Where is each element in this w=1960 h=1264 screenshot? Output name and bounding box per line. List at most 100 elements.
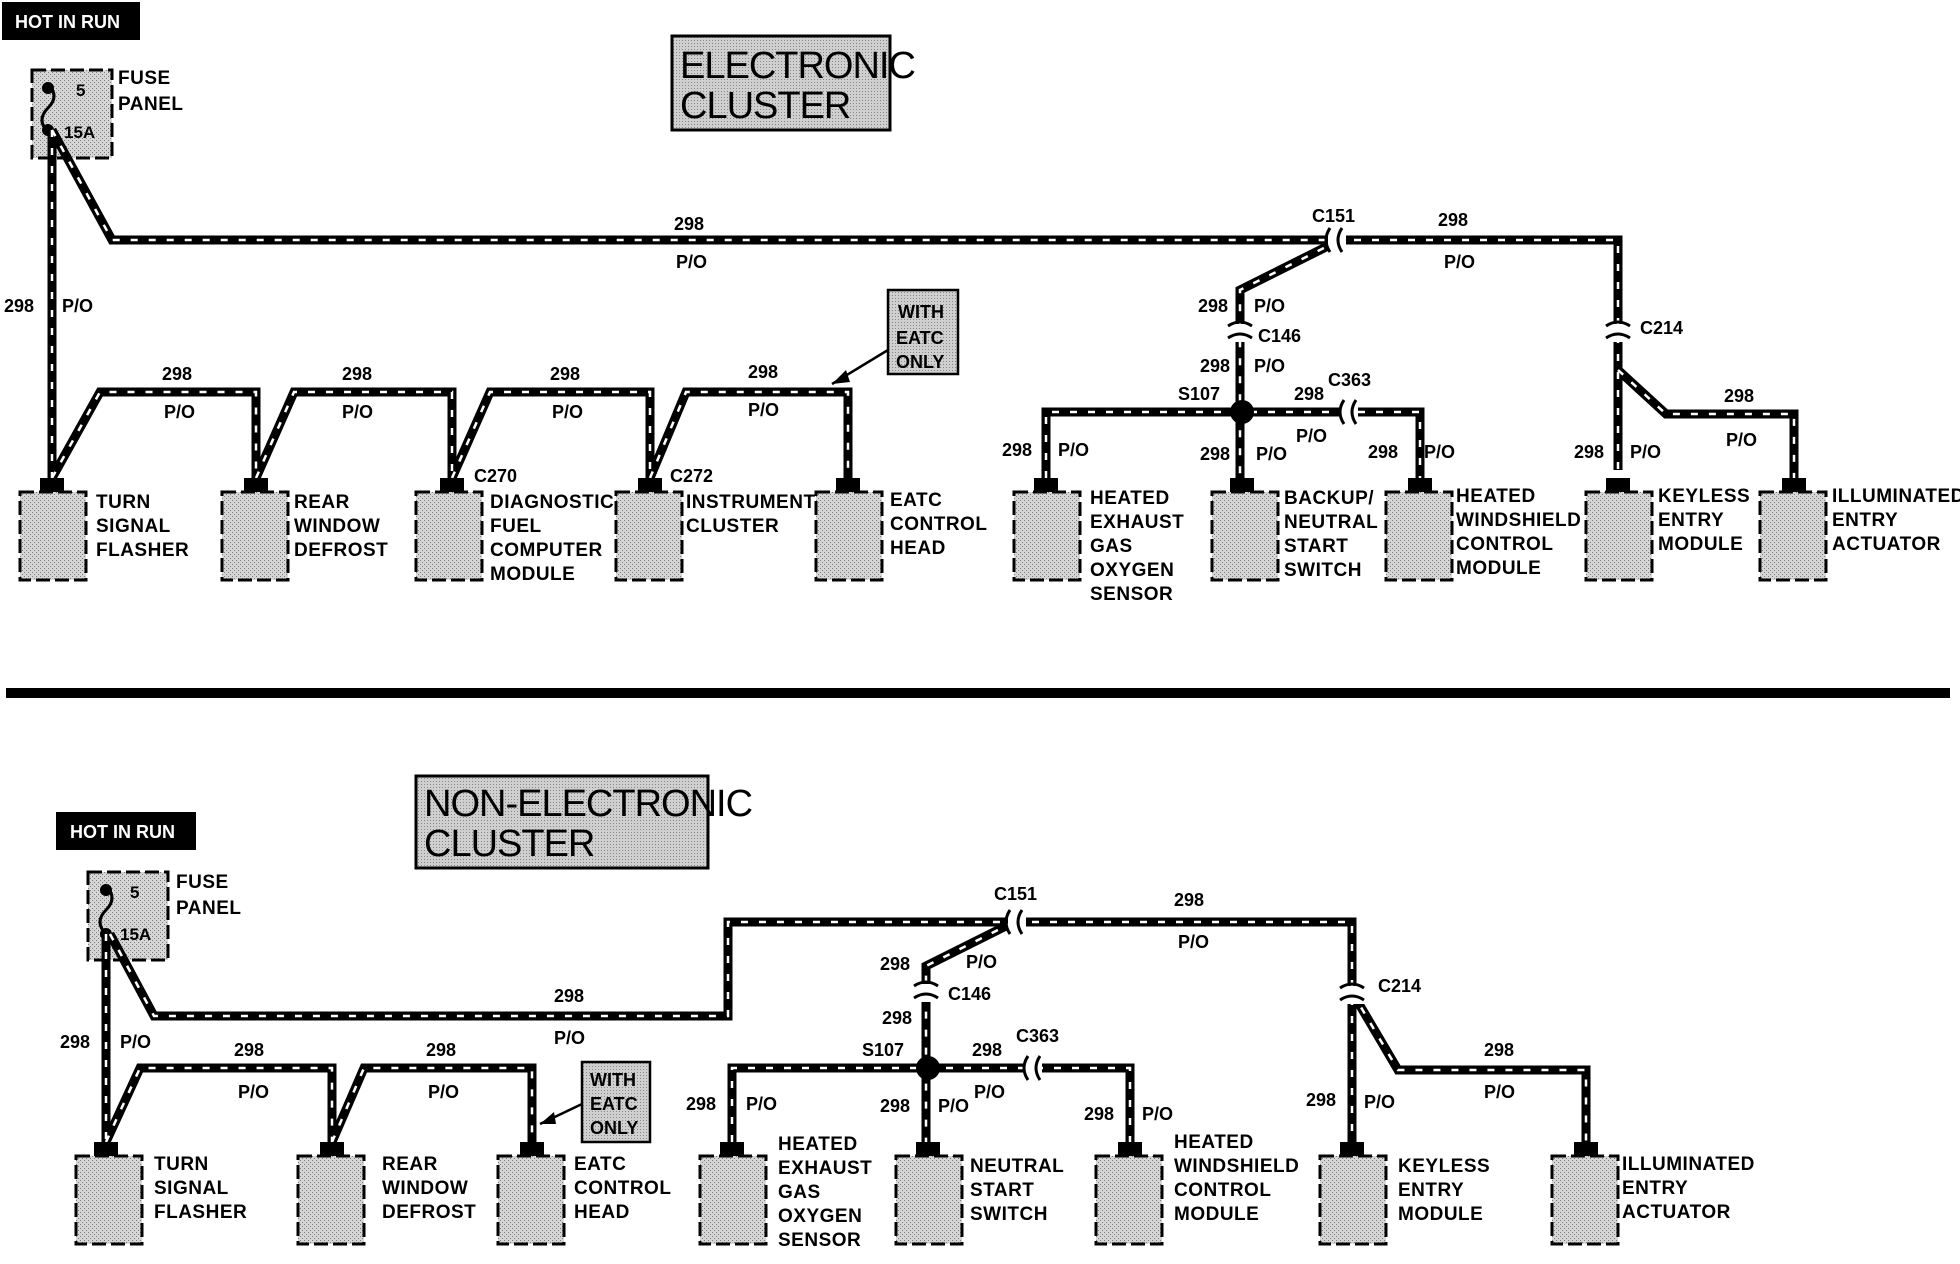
svg-text:P/O: P/O	[1256, 444, 1287, 464]
svg-text:MODULE: MODULE	[1658, 534, 1743, 555]
svg-text:EATC: EATC	[574, 1154, 626, 1175]
svg-text:P/O: P/O	[1058, 440, 1089, 460]
svg-text:P/O: P/O	[1630, 442, 1661, 462]
svg-text:15A: 15A	[120, 925, 151, 944]
svg-text:298: 298	[1484, 1040, 1514, 1060]
diagnostic-fuel-computer-module: DIAGNOSTIC FUEL COMPUTER MODULE	[414, 490, 614, 585]
fuse-number: 5	[76, 81, 85, 100]
c272-label: C272	[670, 466, 713, 486]
eatc-control-head: EATC CONTROL HEAD	[814, 490, 987, 582]
svg-text:MODULE: MODULE	[1456, 558, 1541, 579]
c363-label: C363	[1328, 370, 1371, 390]
svg-text:298: 298	[880, 954, 910, 974]
electronic-section: HOT IN RUN ELECTRONIC CLUSTER 5 15A FUSE…	[2, 2, 1960, 605]
svg-text:REAR: REAR	[294, 492, 350, 513]
c151-label-2: C151	[994, 884, 1037, 904]
s107-label: S107	[1178, 384, 1220, 404]
svg-text:P/O: P/O	[342, 402, 373, 422]
svg-text:298: 298	[1084, 1104, 1114, 1124]
svg-text:WITH: WITH	[590, 1070, 636, 1090]
keyless-entry-module-2: KEYLESS ENTRY MODULE	[1318, 1154, 1490, 1246]
turn-signal-flasher: TURN SIGNAL FLASHER	[18, 490, 189, 582]
svg-text:P/O: P/O	[1142, 1104, 1173, 1124]
svg-text:MODULE: MODULE	[1174, 1204, 1259, 1225]
components-electronic: TURN SIGNAL FLASHER REAR WINDOW DEFROST …	[18, 478, 1960, 605]
svg-text:298: 298	[882, 1008, 912, 1028]
c214-label-2: C214	[1378, 976, 1421, 996]
svg-text:WITH: WITH	[898, 302, 944, 322]
svg-text:298: 298	[1174, 890, 1204, 910]
svg-text:ONLY: ONLY	[590, 1118, 638, 1138]
svg-text:298: 298	[4, 296, 34, 316]
c214-connector-icon-2	[1339, 982, 1365, 1002]
svg-text:298: 298	[426, 1040, 456, 1060]
svg-text:298: 298	[162, 364, 192, 384]
svg-text:START: START	[970, 1180, 1034, 1201]
svg-text:MODULE: MODULE	[1398, 1204, 1483, 1225]
svg-text:CONTROL: CONTROL	[1174, 1180, 1271, 1201]
svg-text:P/O: P/O	[1364, 1092, 1395, 1112]
svg-text:ENTRY: ENTRY	[1622, 1178, 1688, 1199]
c146-connector-icon	[1227, 320, 1253, 340]
svg-text:298: 298	[1438, 210, 1468, 230]
svg-text:DIAGNOSTIC: DIAGNOSTIC	[490, 492, 614, 513]
fuse-label-1: FUSE	[118, 68, 171, 89]
title-line-1: ELECTRONIC	[680, 45, 915, 87]
svg-text:298: 298	[674, 214, 704, 234]
svg-text:P/O: P/O	[554, 1028, 585, 1048]
svg-text:P/O: P/O	[746, 1094, 777, 1114]
components-non-electronic: TURN SIGNAL FLASHER REAR WINDOW DEFROST …	[74, 1132, 1755, 1251]
svg-text:298: 298	[554, 986, 584, 1006]
wire-labels-non-electronic: 298 P/O 298 P/O 298 P/O 298 P/O 298 P/O …	[60, 890, 1515, 1124]
wire-labels-electronic: 298 P/O 298 P/O 298 P/O 298 P/O 298 P/O …	[4, 210, 1757, 464]
heated-windshield-control-module-2: HEATED WINDSHIELD CONTROL MODULE	[1094, 1132, 1299, 1246]
c151-label: C151	[1312, 206, 1355, 226]
svg-text:HEATED: HEATED	[1090, 488, 1170, 509]
svg-text:ACTUATOR: ACTUATOR	[1832, 534, 1941, 555]
svg-text:EXHAUST: EXHAUST	[1090, 512, 1184, 533]
svg-text:ILLUMINATED: ILLUMINATED	[1622, 1154, 1755, 1175]
hot-in-run-label: HOT IN RUN	[15, 12, 120, 32]
c363-connector-icon-2	[1022, 1055, 1042, 1081]
illuminated-entry-actuator: ILLUMINATED ENTRY ACTUATOR	[1758, 486, 1960, 582]
rear-window-defrost: REAR WINDOW DEFROST	[220, 490, 388, 582]
c363-label-2: C363	[1016, 1026, 1059, 1046]
svg-text:GAS: GAS	[778, 1182, 821, 1203]
svg-text:298: 298	[1294, 384, 1324, 404]
c214-connector-icon	[1605, 320, 1631, 340]
svg-text:298: 298	[1306, 1090, 1336, 1110]
fuse-label-2: PANEL	[118, 94, 183, 115]
eatc-control-head-2: EATC CONTROL HEAD	[496, 1154, 671, 1246]
svg-text:FLASHER: FLASHER	[154, 1202, 247, 1223]
svg-text:298: 298	[1574, 442, 1604, 462]
svg-text:P/O: P/O	[552, 402, 583, 422]
svg-text:CONTROL: CONTROL	[574, 1178, 671, 1199]
svg-text:P/O: P/O	[1178, 932, 1209, 952]
keyless-entry-module: KEYLESS ENTRY MODULE	[1584, 486, 1750, 582]
connector-labels-non-electronic: C151 C214 C146 S107 C363	[862, 884, 1421, 1060]
svg-text:298: 298	[1200, 356, 1230, 376]
svg-text:EATC: EATC	[890, 490, 942, 511]
svg-text:P/O: P/O	[748, 400, 779, 420]
svg-text:SENSOR: SENSOR	[1090, 584, 1173, 605]
svg-text:DEFROST: DEFROST	[382, 1202, 476, 1223]
s107-splice-icon-2	[916, 1056, 940, 1080]
svg-text:P/O: P/O	[1484, 1082, 1515, 1102]
svg-text:P/O: P/O	[164, 402, 195, 422]
backup-neutral-start-switch: BACKUP/ NEUTRAL START SWITCH	[1210, 488, 1378, 582]
svg-text:298: 298	[748, 362, 778, 382]
svg-text:P/O: P/O	[938, 1096, 969, 1116]
illuminated-entry-actuator-2: ILLUMINATED ENTRY ACTUATOR	[1550, 1154, 1755, 1246]
svg-text:P/O: P/O	[1254, 296, 1285, 316]
c151-connector-icon-2	[1004, 909, 1024, 935]
svg-text:298: 298	[550, 364, 580, 384]
svg-text:TURN: TURN	[96, 492, 151, 513]
svg-text:298: 298	[972, 1040, 1002, 1060]
svg-text:KEYLESS: KEYLESS	[1658, 486, 1750, 507]
svg-text:HEAD: HEAD	[574, 1202, 630, 1223]
svg-text:P/O: P/O	[238, 1082, 269, 1102]
rear-window-defrost-2: REAR WINDOW DEFROST	[296, 1154, 476, 1246]
svg-text:ILLUMINATED: ILLUMINATED	[1832, 486, 1960, 507]
svg-text:ONLY: ONLY	[896, 352, 944, 372]
eatc-note-2: WITH EATC ONLY	[539, 1060, 652, 1144]
